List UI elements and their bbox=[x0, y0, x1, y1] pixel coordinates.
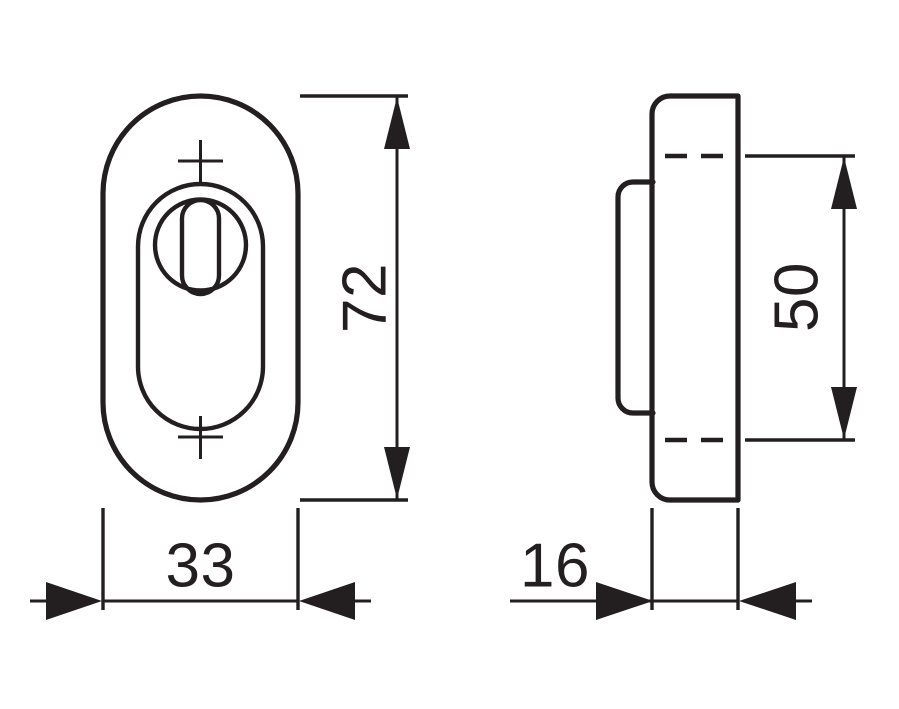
dimension-33-group: 33 bbox=[30, 508, 371, 620]
dim-33-arrow-right bbox=[299, 582, 371, 620]
front-view-group bbox=[100, 93, 301, 503]
dim-72-arrow-top bbox=[384, 97, 410, 149]
dim-16-arrow-left bbox=[596, 582, 653, 620]
inner-oval-insert bbox=[135, 181, 266, 432]
dim-16-arrow-right bbox=[739, 582, 812, 620]
dim-33-value: 33 bbox=[166, 532, 236, 601]
outer-oval-plate bbox=[100, 93, 301, 503]
dim-16-value: 16 bbox=[520, 532, 590, 601]
dim-50-arrow-top bbox=[831, 157, 857, 209]
dim-72-value: 72 bbox=[331, 263, 400, 333]
dim-50-value: 50 bbox=[763, 262, 832, 332]
cylinder-circle bbox=[152, 197, 249, 293]
main-body-plate bbox=[649, 93, 741, 503]
dimension-72-group: 72 bbox=[300, 94, 410, 502]
left-protrusion bbox=[615, 179, 656, 416]
dim-50-arrow-bottom bbox=[831, 387, 857, 439]
dim-33-arrow-left bbox=[30, 582, 102, 620]
bottom-cross-marker bbox=[178, 416, 223, 459]
top-cross-marker bbox=[178, 140, 223, 182]
side-view-group bbox=[615, 93, 741, 503]
dimension-16-group: 16 bbox=[510, 508, 812, 620]
dim-72-arrow-bottom bbox=[384, 447, 410, 499]
dimension-50-group: 50 bbox=[745, 154, 857, 442]
key-slot bbox=[179, 197, 222, 297]
